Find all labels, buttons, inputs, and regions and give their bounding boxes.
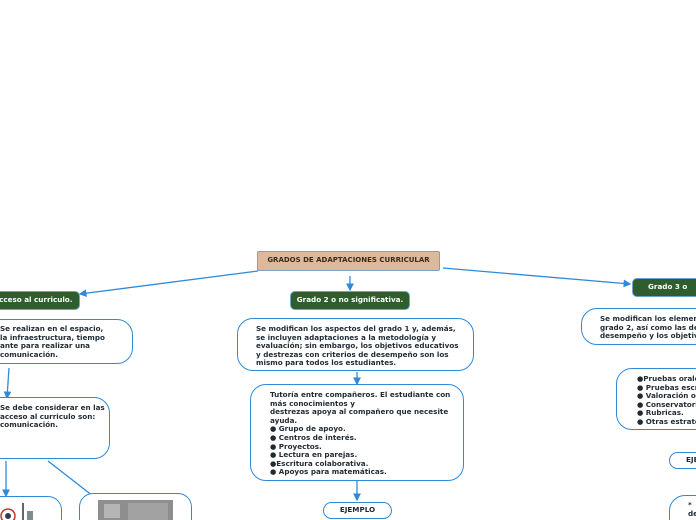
list-item: ● Rubricas. (637, 408, 684, 418)
left-image-bubble-1[interactable] (0, 496, 62, 520)
list-item: ●Escritura colaborativa. (270, 458, 369, 468)
text-line: Tutoría entre compañeros. El estudiante … (270, 390, 451, 399)
text-line: se incluyen adaptaciones a la metodologí… (256, 332, 437, 342)
link-root-left (78, 270, 259, 298)
list-item: ● Otras estrategias. (637, 416, 696, 426)
center-bubble-2[interactable]: Tutoría entre compañeros. El estudiante … (250, 384, 464, 481)
list-item: ● Proyectos. (270, 441, 322, 451)
text-line: Se modifican los elementos del (600, 314, 696, 323)
classroom-photo (98, 500, 173, 520)
right-example-node[interactable]: EJEMPLO (669, 452, 696, 469)
text-line: mismo para todos los estudiantes. (256, 358, 397, 368)
list-item: ● Apoyos para matemáticas. (270, 467, 387, 477)
link-root-right (442, 267, 632, 288)
list-item: ● Conservatorios. (637, 399, 696, 409)
link-left-2-3b (47, 460, 94, 497)
text-line: desempeño y los objetivos (600, 331, 696, 341)
left-bubble-2[interactable]: Se debe considerar en las acceso al curr… (0, 397, 110, 459)
list-item: ● Centros de interés. (270, 432, 357, 442)
branch-grade2-pill[interactable]: Grado 2 o no significativa. (290, 291, 410, 310)
text-line: y destrezas con criterios de desempeño s… (256, 349, 449, 359)
left-image-bubble-2[interactable] (79, 493, 192, 520)
infographic-image (0, 503, 33, 520)
text-line: ante para realizar una (0, 341, 91, 351)
center-bubble-1[interactable]: Se modifican los aspectos del grado 1 y,… (237, 318, 474, 371)
text-line: comunicación. (0, 420, 59, 430)
list-item: ● Pruebas escritas. (637, 382, 696, 392)
right-bubble-2[interactable]: ●Pruebas orales. ● Pruebas escritas. ● V… (616, 368, 696, 430)
text-line: grado 2, así como las destrezas de (600, 322, 696, 332)
text-line: más conocimientos y (270, 398, 355, 408)
list-item: ● Lectura en parejas. (270, 450, 358, 460)
text-line: Se modifican los aspectos del grado 1 y,… (256, 324, 456, 333)
text-line: ayuda. (270, 415, 298, 425)
list-item: ●Pruebas orales. (637, 374, 696, 383)
text-line: acceso al curriculo son: (0, 411, 96, 421)
text-line: destrezas apoya al compañero que necesit… (270, 407, 449, 417)
right-bubble-1[interactable]: Se modifican los elementos del grado 2, … (581, 308, 696, 345)
text-line: Se debe considerar en las (0, 403, 105, 412)
text-line: Se realizan en el espacio, (0, 324, 104, 333)
link-left-1-2 (3, 367, 12, 400)
root-node[interactable]: GRADOS DE ADAPTACIONES CURRICULAR (257, 251, 440, 271)
list-item: ● Grupo de apoyo. (270, 424, 346, 434)
left-bubble-1[interactable]: Se realizan en el espacio, la infraestru… (0, 319, 133, 364)
center-example-node[interactable]: EJEMPLO (323, 502, 392, 519)
text-line: la infraestructura, tiempo (0, 332, 105, 342)
right-bubble-3[interactable]: * de (669, 495, 696, 520)
text-line: * (688, 500, 695, 509)
text-line: comunicación. (0, 349, 59, 359)
text-line: de (688, 508, 696, 518)
branch-access-pill[interactable]: Acceso al curriculo. (0, 291, 80, 310)
list-item: ● Valoración objetiva. (637, 391, 696, 401)
text-line: evaluación; sin embargo, los objetivos e… (256, 341, 459, 351)
branch-grade3-pill[interactable]: Grado 3 o significativa. (632, 278, 696, 307)
